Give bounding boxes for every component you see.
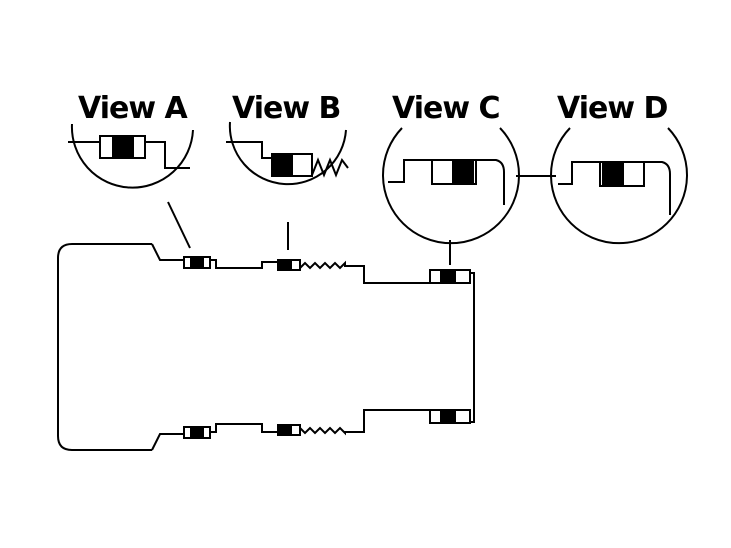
view-d-label: View D: [557, 91, 667, 126]
view-c-label: View C: [392, 91, 500, 126]
view-c-detail: [382, 127, 556, 265]
view-d-detail: [550, 127, 688, 245]
view-b-detail: [226, 121, 349, 250]
shaft-body: [57, 243, 475, 451]
view-a-label: View A: [78, 91, 188, 126]
view-b-label: View B: [232, 91, 340, 126]
view-a-detail: [68, 123, 194, 249]
